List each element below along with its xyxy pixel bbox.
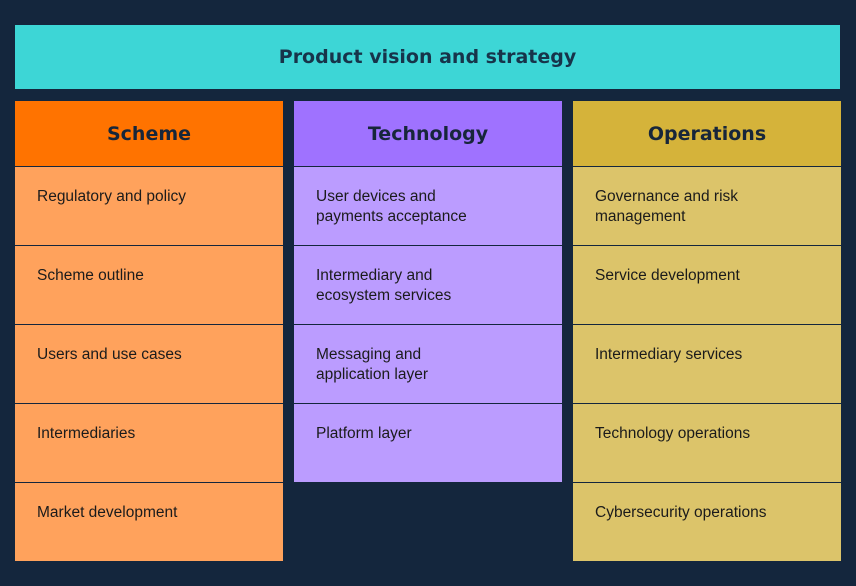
operations-cell: Service development <box>573 245 841 324</box>
technology-header: Technology <box>294 101 562 166</box>
scheme-cell: Intermediaries <box>15 403 283 482</box>
scheme-cell: Market development <box>15 482 283 561</box>
operations-cell: Cybersecurity operations <box>573 482 841 561</box>
operations-cell: Technology operations <box>573 403 841 482</box>
strategy-banner: Product vision and strategy <box>15 25 840 89</box>
scheme-cell: Users and use cases <box>15 324 283 403</box>
banner-title: Product vision and strategy <box>278 46 577 68</box>
scheme-column: Scheme Regulatory and policy Scheme outl… <box>15 101 283 561</box>
scheme-header: Scheme <box>15 101 283 166</box>
operations-header: Operations <box>573 101 841 166</box>
scheme-cell: Regulatory and policy <box>15 166 283 245</box>
scheme-cell: Scheme outline <box>15 245 283 324</box>
operations-cell: Intermediary services <box>573 324 841 403</box>
technology-cell: Platform layer <box>294 403 562 482</box>
